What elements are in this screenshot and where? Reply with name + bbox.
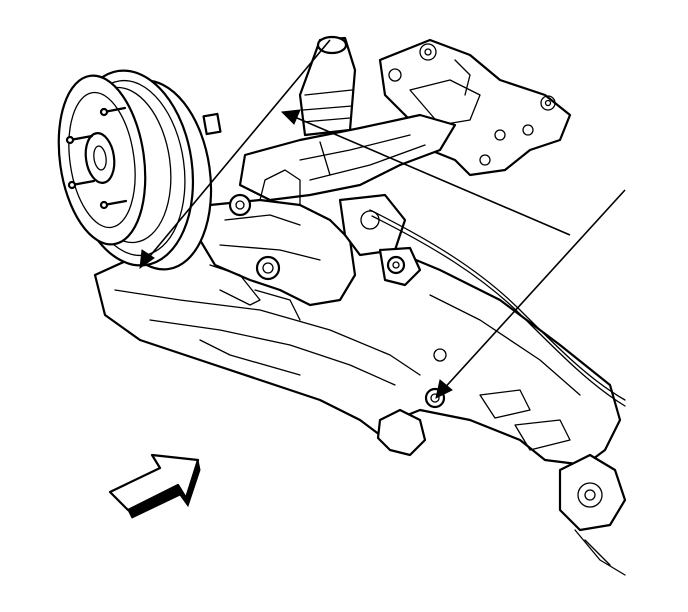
spring-strut (298, 35, 357, 137)
upper-control-arm (238, 113, 457, 202)
knuckle-assembly (198, 169, 422, 321)
upper-arm-bolt-callout (289, 114, 571, 236)
lower-control-arm (93, 233, 622, 467)
rear-bushing (376, 387, 627, 576)
knuckle-lower-bolt-callout (144, 39, 331, 263)
brake-line (369, 209, 626, 407)
brake-drum-hub (57, 69, 222, 271)
inner-pivot-bolt-callout (439, 189, 626, 394)
callout-leaders (139, 39, 626, 399)
front-of-vehicle-arrow-icon (108, 453, 201, 519)
